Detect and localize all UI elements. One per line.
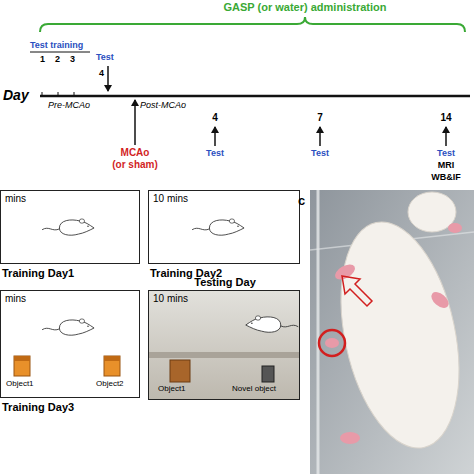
- event-label: MCAo: [121, 147, 150, 159]
- test-label: Test: [206, 148, 224, 158]
- object-label: Novel object: [232, 384, 276, 393]
- day-number: 14: [440, 112, 451, 124]
- object-label: Object2: [96, 379, 124, 388]
- test-label: Test: [311, 148, 329, 158]
- panel: 10 mins Testing Day: [148, 276, 302, 402]
- panel: minsTraining Day3: [0, 290, 142, 416]
- duration-label: mins: [5, 193, 26, 205]
- panel: 10 minsTraining Day2: [148, 190, 302, 282]
- object-label: Object1: [6, 379, 34, 388]
- day-number: 1: [40, 54, 45, 64]
- duration-label: 10 mins: [153, 193, 188, 205]
- assay-label: MRI: [438, 160, 455, 170]
- test-label: Test: [96, 52, 114, 62]
- phase-label: Post-MCAo: [140, 100, 186, 110]
- panel-caption: Training Day3: [2, 401, 74, 414]
- day-number: 2: [55, 54, 60, 64]
- panel-caption: Training Day1: [2, 267, 74, 280]
- test-label: Test: [437, 148, 455, 158]
- day-number: 4: [212, 112, 218, 124]
- panel-letter: c: [298, 194, 305, 209]
- panel-frame: [148, 290, 300, 400]
- panel: minsTraining Day1: [0, 190, 142, 282]
- panel-caption: Testing Day: [194, 276, 256, 289]
- event-label: (or sham): [112, 159, 158, 171]
- duration-label: 10 mins: [153, 293, 188, 305]
- phase-label: Pre-MCAo: [48, 100, 90, 110]
- phase-label: Test training: [30, 40, 83, 50]
- axis-label: Day: [3, 87, 29, 103]
- day-number: 7: [317, 112, 323, 124]
- treatment-label: GASP (or water) administration: [224, 1, 387, 14]
- duration-label: mins: [5, 293, 26, 305]
- assay-label: WB&IF: [431, 172, 461, 182]
- day-number: 3: [70, 54, 75, 64]
- object-label: Object1: [158, 384, 186, 393]
- day-number: 4: [99, 68, 104, 78]
